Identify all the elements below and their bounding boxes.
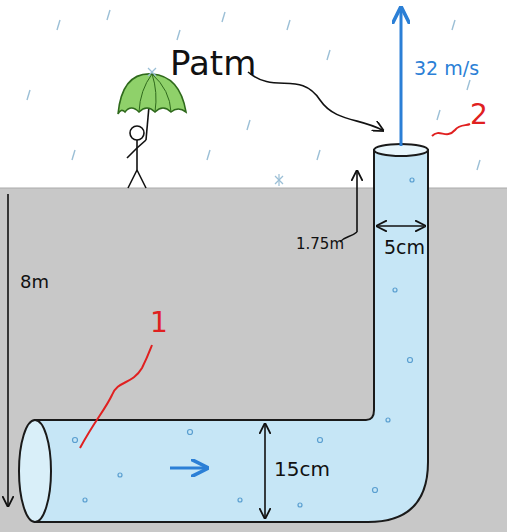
splash [148, 68, 283, 186]
pressure-label: Patm [170, 45, 256, 82]
umbrella-ribs [139, 74, 171, 112]
dimension-arrow [378, 225, 424, 227]
leader-line [248, 72, 382, 130]
dimension-arrow [356, 172, 358, 232]
dimension-label: 1.75m [296, 236, 344, 253]
leader-line [432, 124, 470, 136]
pipe-end [19, 420, 51, 522]
point-number: 2 [470, 100, 488, 131]
leader-line [80, 345, 152, 448]
dimension-arrow [7, 194, 9, 505]
ground-line [0, 188, 507, 189]
pipe [35, 150, 428, 522]
dimension-arrow [264, 425, 266, 517]
dimension-label: 15cm [274, 458, 330, 480]
rain [27, 10, 480, 170]
flow-arrow [170, 467, 205, 470]
dimension-label: 8m [20, 272, 49, 292]
jet-arrow [400, 10, 403, 146]
point-number: 1 [150, 308, 168, 339]
bubbles [73, 178, 415, 507]
velocity-label: 32 m/s [414, 58, 479, 79]
dimension-label: 5cm [384, 237, 425, 258]
